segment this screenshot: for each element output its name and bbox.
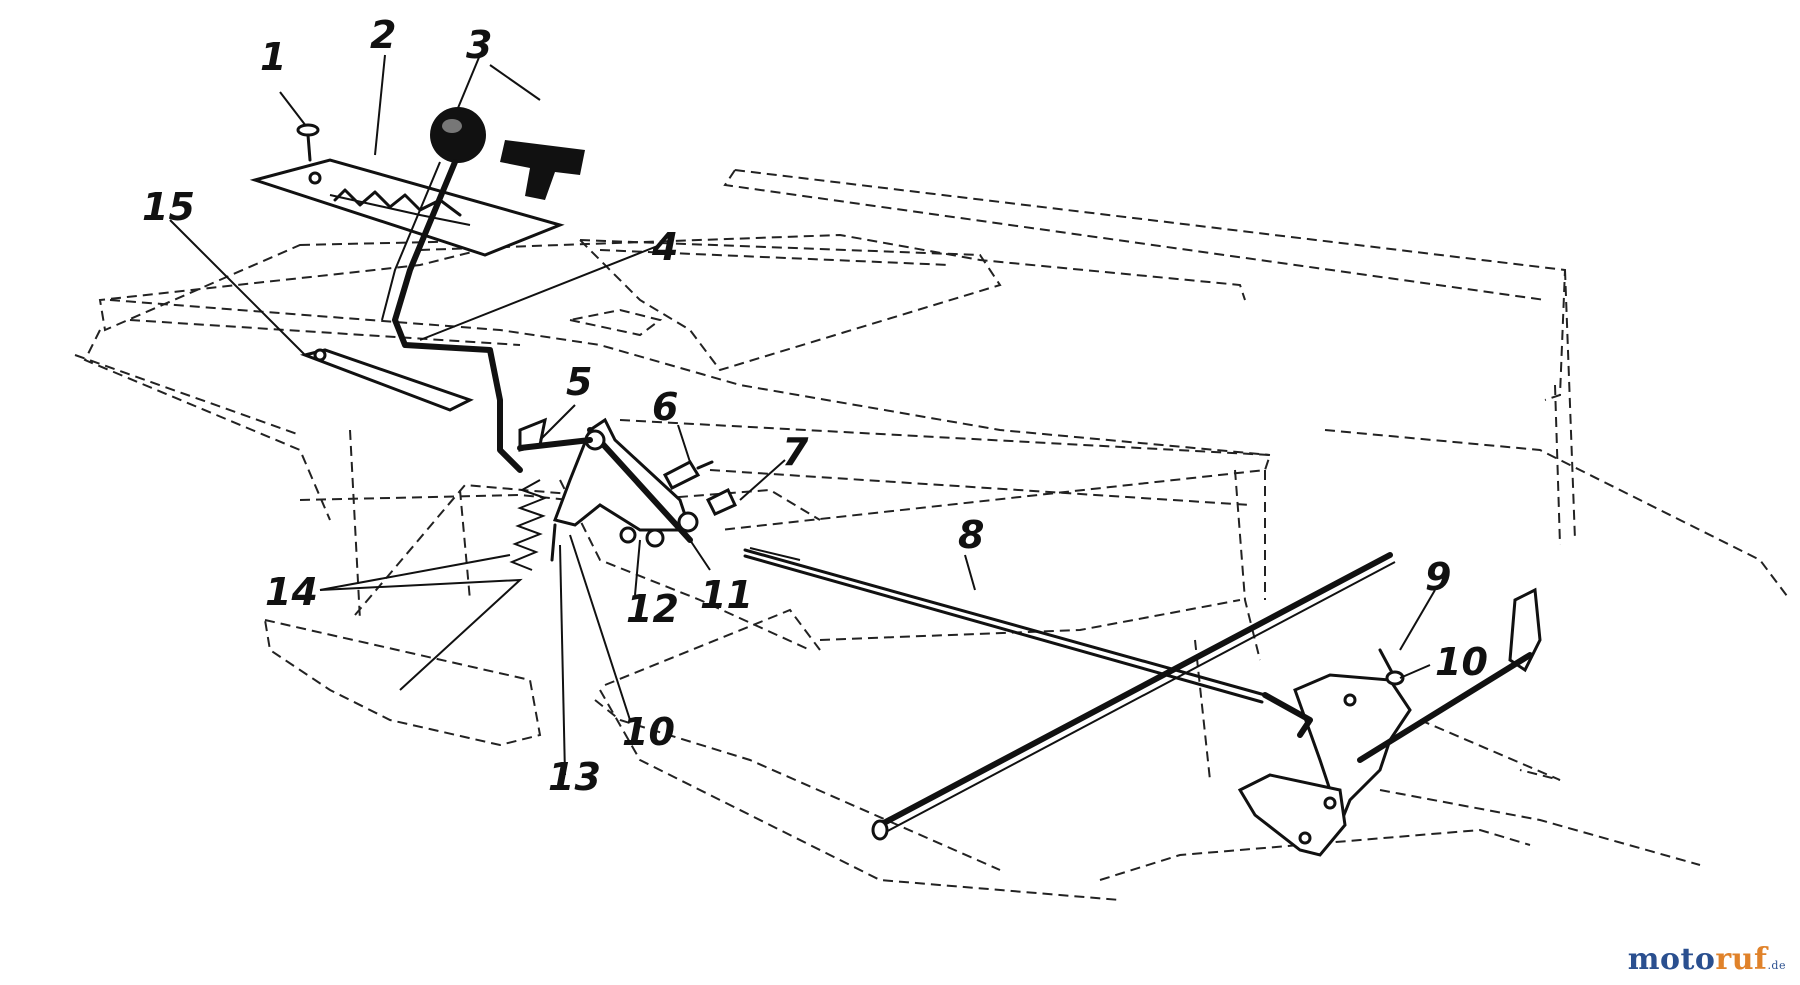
callout-14: 14 (265, 570, 318, 614)
callout-15: 15 (142, 185, 195, 229)
callout-10-left: 10 (622, 710, 675, 754)
callout-4: 4 (651, 225, 678, 269)
shift-lever (381, 159, 523, 473)
lever-knob (430, 107, 585, 200)
callout-1: 1 (260, 35, 286, 79)
callout-2: 2 (370, 13, 396, 57)
callout-9: 9 (1425, 555, 1451, 599)
chassis-outline (74, 169, 1791, 901)
watermark-part-b: ruf (1715, 942, 1768, 977)
clip (550, 523, 557, 562)
callout-3: 3 (466, 23, 492, 67)
callout-6: 6 (652, 385, 678, 429)
callout-labels: 1 2 3 4 5 6 7 8 9 10 10 11 12 13 14 15 (142, 13, 1488, 799)
callout-8: 8 (958, 513, 984, 557)
control-plate (249, 158, 565, 257)
cotter-pin (1378, 648, 1405, 686)
shift-linkage (517, 417, 699, 548)
callout-5: 5 (566, 360, 592, 404)
callout-7: 7 (782, 430, 809, 474)
screw (296, 123, 320, 162)
callout-11: 11 (700, 573, 753, 617)
watermark-tld: .de (1767, 959, 1786, 972)
cross-shaft (871, 552, 1396, 841)
watermark-part-a: moto (1627, 942, 1716, 977)
leader-lines (169, 54, 1436, 776)
bracket-plate (299, 348, 474, 412)
bolt (662, 460, 738, 516)
transmission-arm (1237, 587, 1542, 857)
shift-rod (743, 547, 1267, 704)
callout-10-right: 10 (1435, 640, 1488, 684)
callout-12: 12 (626, 587, 679, 631)
watermark-logo: motoruf.de (1628, 942, 1786, 977)
callout-13: 13 (548, 755, 601, 799)
spring (509, 479, 548, 571)
